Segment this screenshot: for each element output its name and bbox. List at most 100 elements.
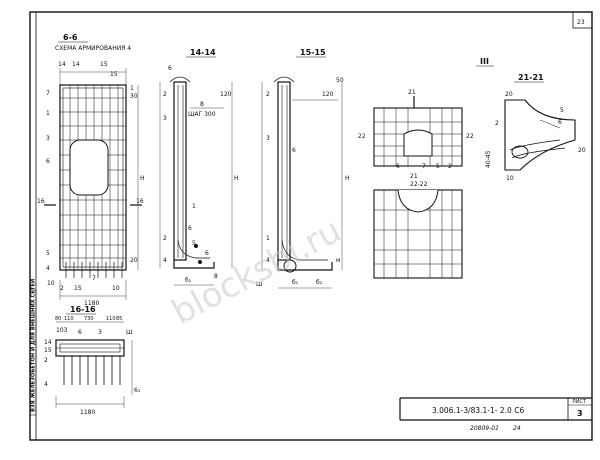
view-iii-label-21: 21 <box>408 89 416 96</box>
view-14-14-label-1: 1 <box>192 203 196 210</box>
view-15-15-label-b1: б₁ <box>292 279 299 286</box>
view-6-6-width: 1180 <box>84 300 99 307</box>
view-6-6-title: 6-6 <box>63 33 78 42</box>
view-21-21-label-10: 10 <box>506 175 514 182</box>
view-6-6-label-10: 10 <box>47 280 55 287</box>
view-14-14-label-h: Н <box>234 175 239 182</box>
view-21-21-label-40-45: 40-45 <box>485 150 492 168</box>
view-6-6-label-14-top2: 14 <box>72 61 80 68</box>
view-6-6-label-15-top: 15 <box>100 61 108 68</box>
view-16-16-label-b1: 6₁ <box>134 387 141 394</box>
view-16-16-dim-1: 110 <box>64 316 74 322</box>
view-14-14-label-5: 5 <box>192 240 196 247</box>
sheet-frame <box>29 11 593 441</box>
view-6-6-label-14-top: 14 <box>58 61 66 68</box>
view-16-16-label-6: 6 <box>78 329 82 336</box>
view-15-15: 15-15 3 2 6 1 4 Н м 50 120 б₁ б₂ Ш <box>256 48 350 289</box>
sheet-label: ЛИСТ <box>572 399 587 405</box>
view-iii-label-2: 2 <box>448 163 452 170</box>
view-15-15-label-6: 6 <box>292 147 296 154</box>
view-6-6-label-7: 7 <box>46 90 50 97</box>
view-14-14-label-8b: 8 <box>214 273 218 280</box>
sheet-number: 3 <box>577 409 583 418</box>
view-6-6-bottom-bars <box>65 262 123 278</box>
view-15-15-label-iii: Ш <box>256 281 262 288</box>
view-iii-label-5: 5 <box>436 163 440 170</box>
view-14-14-label-2: 2 <box>163 91 167 98</box>
view-iii-label-22-left: 22 <box>358 133 366 140</box>
view-16-16-label-14: 14 <box>44 339 52 346</box>
view-6-6: 6-6 СХЕМА АРМИРОВАНИЯ 4 <box>37 33 145 307</box>
view-iii-label-22-22: 22-22 <box>410 181 428 188</box>
view-14-14-label-6: 6 <box>168 65 172 72</box>
page-number: 23 <box>577 19 585 26</box>
footer-code: 20809-01 <box>470 425 499 432</box>
view-6-6-height: H <box>140 175 145 182</box>
view-14-14-label-8: 8 <box>200 101 204 108</box>
view-15-15-label-3: 3 <box>266 135 270 142</box>
view-6-6-label-2: 2 <box>60 285 64 292</box>
view-16-16-label-103: 103 <box>56 327 68 334</box>
view-14-14: 14-14 6 2 3 5 6 8 6 4 1 2 8 Н 120 <box>159 48 239 286</box>
view-16-16-label-3: 3 <box>98 329 102 336</box>
view-14-14-title: 14-14 <box>190 48 216 57</box>
view-iii-label-21-bottom: 21 <box>410 173 418 180</box>
view-16-16: 16-16 80 110 730 110 85 1180 103 6 <box>44 305 141 416</box>
view-6-6-label-15: 15 <box>74 285 82 292</box>
view-15-15-label-4: 4 <box>266 257 270 264</box>
view-6-6-label-7b: 7 <box>92 275 96 282</box>
view-21-21: 21-21 20 2 5 6 40-45 20 10 <box>485 73 586 182</box>
view-16-16-label-4: 4 <box>44 381 48 388</box>
view-6-6-label-20: 20 <box>130 257 138 264</box>
view-21-21-label-6: 6 <box>558 119 562 126</box>
designation: 3.006.1-3/83.1-1- 2.0 C6 <box>432 406 524 415</box>
view-15-15-label-120: 120 <box>322 91 334 98</box>
view-6-6-label-16-right: 16 <box>136 198 144 205</box>
footer-number: 24 <box>513 425 521 432</box>
view-14-14-label-6c: 6 <box>188 225 192 232</box>
view-16-16-dim-4: 85 <box>116 316 122 322</box>
view-21-21-label-20-top: 20 <box>505 91 513 98</box>
view-iii-label-22-right: 22 <box>466 133 474 140</box>
view-15-15-label-50: 50 <box>336 77 344 84</box>
view-16-16-dim-2: 730 <box>84 316 94 322</box>
view-16-16-label-iii: Ш <box>126 329 132 336</box>
watermark: blocksbi.ru <box>165 211 347 333</box>
side-stamp: ВЗЯ ЖЕЛЕЗОБЕТОН И ДЛЯ ВНЕШНИХ СЕТЕЙ <box>29 279 37 416</box>
view-16-16-label-15: 15 <box>44 347 52 354</box>
view-6-6-label-4: 4 <box>46 265 50 272</box>
view-6-6-label-5: 5 <box>46 250 50 257</box>
view-14-14-label-6b: 6 <box>205 250 209 257</box>
view-6-6-label-10b: 10 <box>112 285 120 292</box>
view-15-15-title: 15-15 <box>300 48 326 57</box>
view-15-15-label-b2: б₂ <box>316 279 323 286</box>
view-14-14-pitch: ШАГ 300 <box>188 111 216 118</box>
view-iii-label-6: 6 <box>396 163 400 170</box>
view-16-16-label-2: 2 <box>44 357 48 364</box>
view-6-6-label-15-top2: 15 <box>110 71 118 78</box>
view-15-15-label-2: 2 <box>266 91 270 98</box>
title-block: 3.006.1-3/83.1-1- 2.0 C6 ЛИСТ 3 20809-01… <box>399 397 592 432</box>
page-number-box <box>572 11 593 29</box>
view-6-6-opening <box>69 139 109 196</box>
view-iii-title: III <box>480 57 489 66</box>
view-6-6-label-6: 6 <box>46 158 50 165</box>
view-15-15-label-1: 1 <box>266 235 270 242</box>
view-iii: III 21 22 22 6 7 5 2 <box>358 57 494 279</box>
side-stamp-text: ВЗЯ ЖЕЛЕЗОБЕТОН И ДЛЯ ВНЕШНИХ СЕТЕЙ <box>29 279 37 412</box>
view-14-14-label-4: 4 <box>163 257 167 264</box>
view-16-16-title: 16-16 <box>70 305 96 314</box>
view-14-14-label-2b: 2 <box>163 235 167 242</box>
view-15-15-label-h: Н <box>345 175 350 182</box>
view-16-16-width: 1180 <box>80 409 95 416</box>
view-6-6-label-30: 30 <box>130 93 138 100</box>
view-iii-label-7: 7 <box>422 163 426 170</box>
view-14-14-label-120: 120 <box>220 91 232 98</box>
view-21-21-label-2: 2 <box>495 120 499 127</box>
view-6-6-subtitle: СХЕМА АРМИРОВАНИЯ 4 <box>55 45 131 52</box>
view-6-6-label-1-side: 1 <box>130 85 134 92</box>
view-15-15-label-m: м <box>336 257 341 264</box>
view-16-16-dim-0: 80 <box>55 316 61 322</box>
view-6-6-label-3: 3 <box>46 135 50 142</box>
